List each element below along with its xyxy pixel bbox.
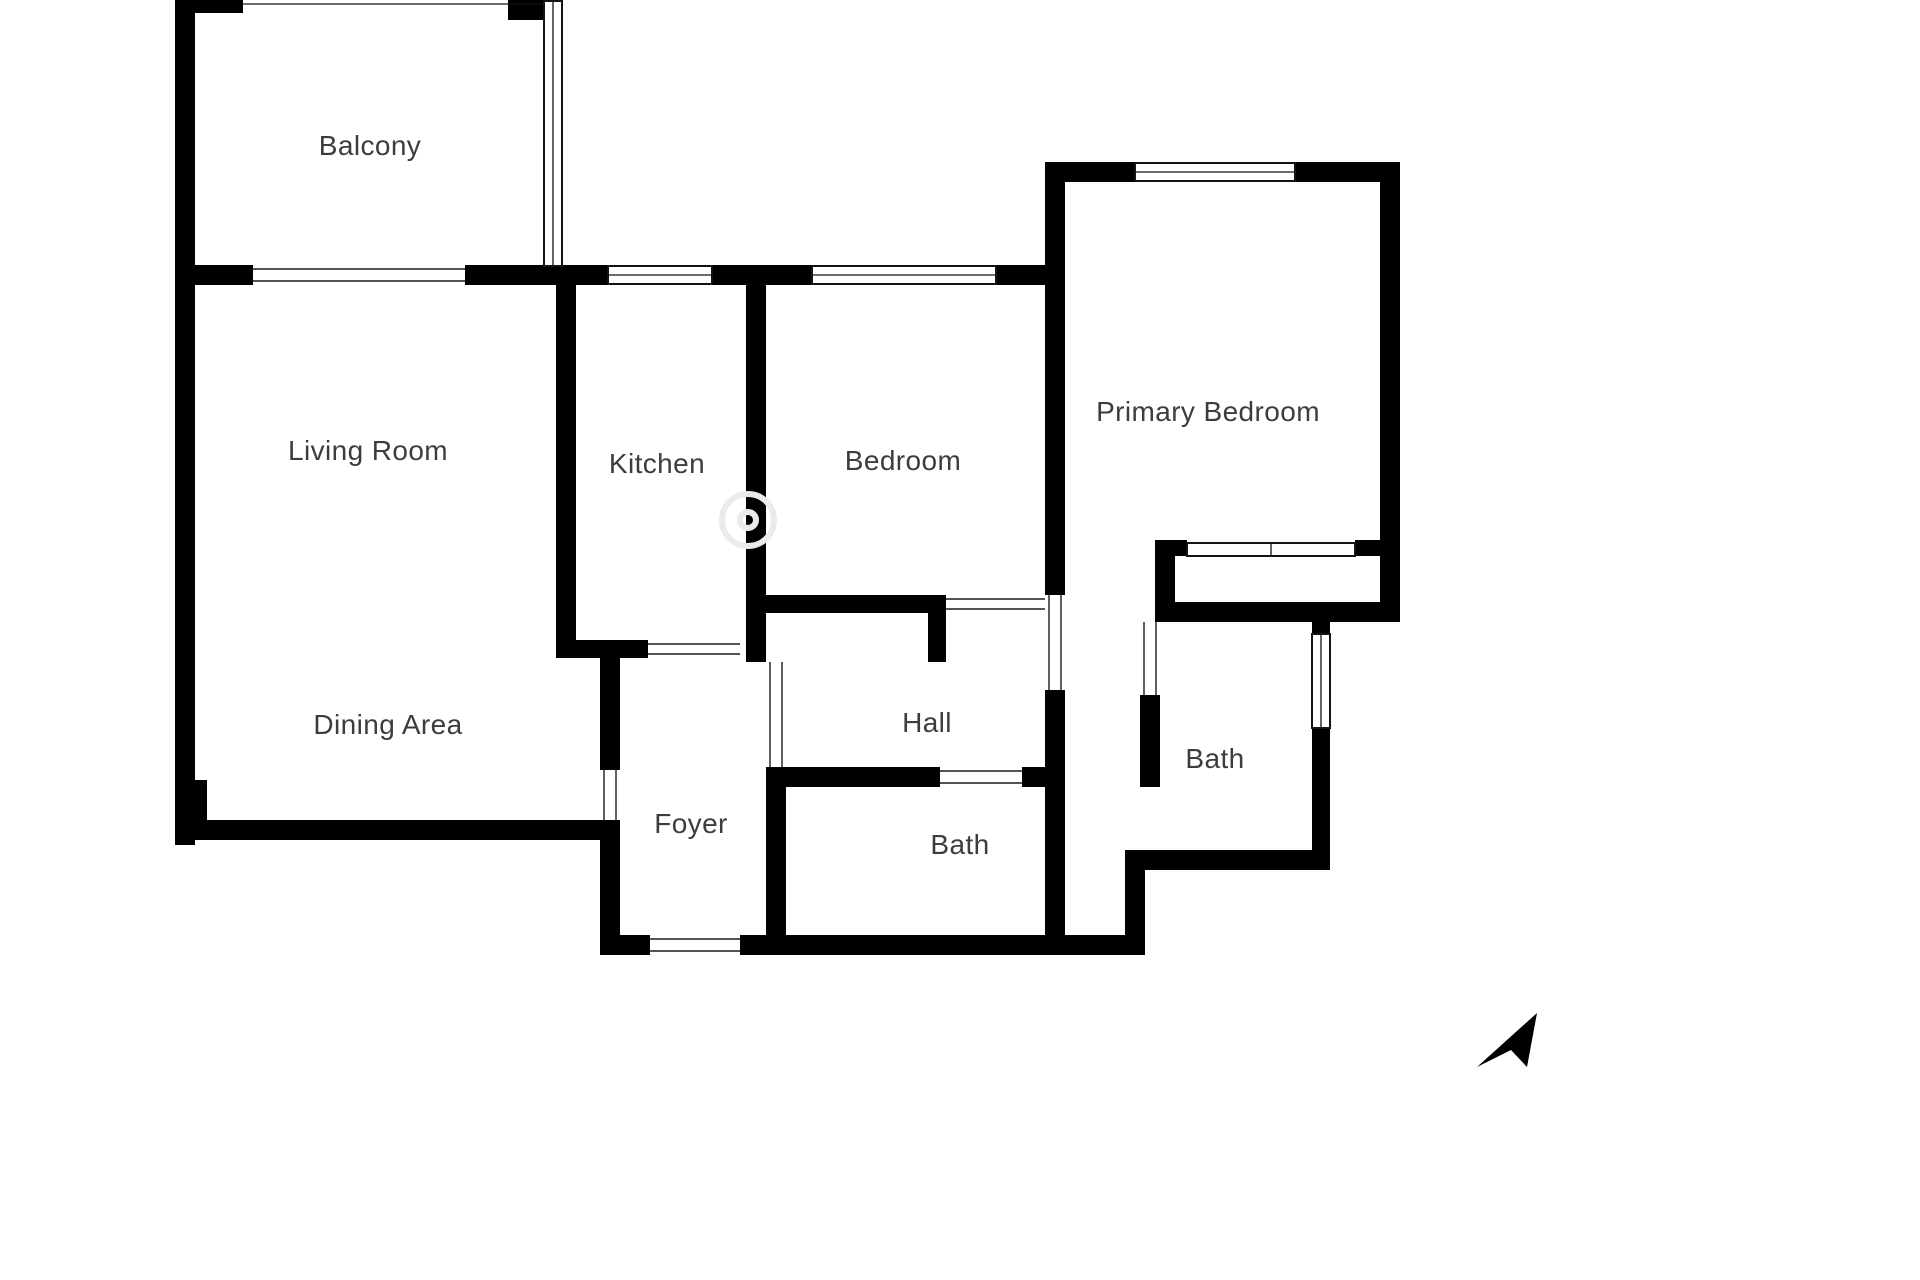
watermark-dot [737,509,759,531]
wall-segment [600,640,620,770]
north-arrow-icon [1477,1013,1537,1067]
room-label-living-room: Living Room [288,435,448,466]
room-label-kitchen: Kitchen [609,448,705,479]
room-label-bath-main: Bath [930,829,989,860]
wall-segment [1312,726,1330,870]
logo-watermark-icon [719,491,777,549]
wall-segment [766,767,786,955]
room-label-primary-bedroom: Primary Bedroom [1096,396,1320,427]
wall-segment [465,265,608,285]
wall-segment [1045,162,1065,595]
wall-segment [766,767,940,787]
wall-segment [600,820,620,955]
wall-segment [1140,695,1160,787]
wall-segment [1125,850,1330,870]
wall-segment [1312,622,1330,636]
wall-segment [928,595,946,662]
wall-segment [1045,690,1065,955]
windows [543,0,1356,729]
room-label-bedroom: Bedroom [845,445,961,476]
wall-segment [1155,540,1175,622]
walls [175,0,1400,955]
wall-segment [740,935,1145,955]
wall-segment [1355,540,1400,556]
wall-segment [556,265,576,658]
wall-segment [175,0,243,13]
door-openings [253,268,1157,952]
wall-segment [1155,602,1400,622]
wall-segment [766,595,928,613]
room-label-balcony: Balcony [319,130,421,161]
wall-segment [1022,767,1065,787]
wall-segment [175,820,620,840]
wall-segment [1045,162,1135,182]
wall-segment [175,0,195,845]
room-label-dining-area: Dining Area [313,709,462,740]
wall-segment [1125,850,1145,955]
watermark-ring [719,491,777,549]
room-label-hall: Hall [902,707,952,738]
wall-segment [175,780,207,840]
room-label-bath-ensuite: Bath [1185,743,1244,774]
wall-segment [175,265,253,285]
wall-segment [600,935,650,955]
room-labels: Balcony Living Room Kitchen Bedroom Prim… [288,130,1320,860]
wall-segment [1380,162,1400,622]
wall-segment [1295,162,1400,182]
room-label-foyer: Foyer [654,808,728,839]
wall-segment [746,265,766,662]
